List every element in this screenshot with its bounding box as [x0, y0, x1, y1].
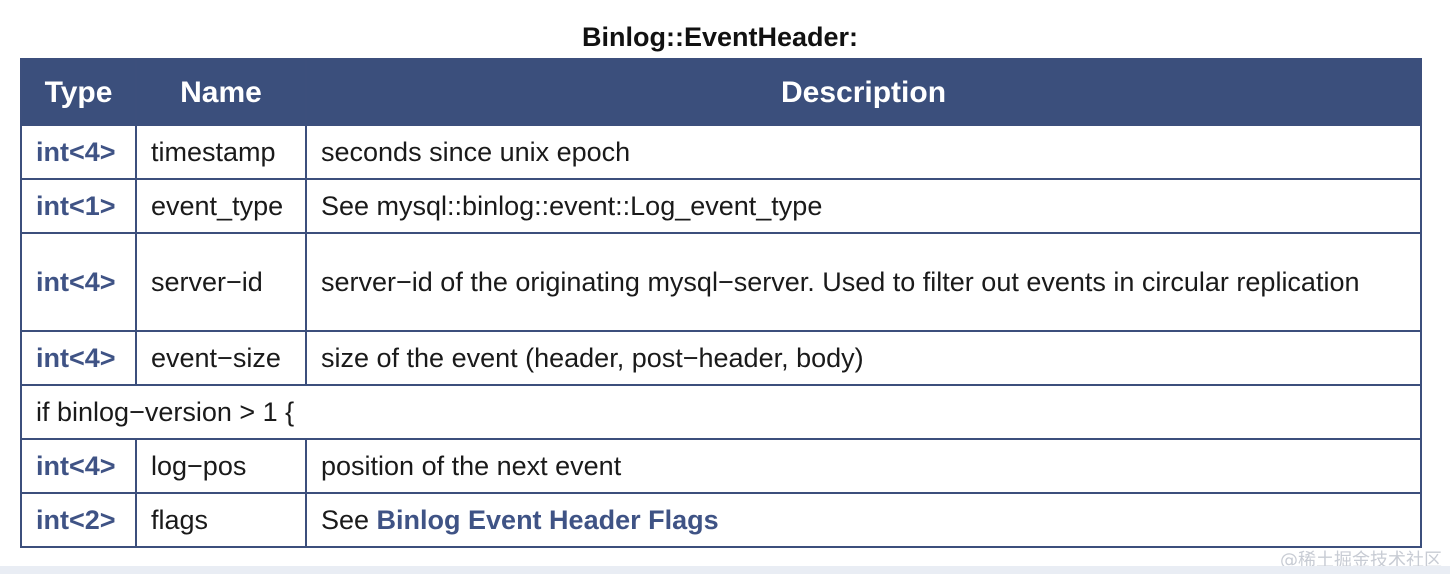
table-row: int<4> timestamp seconds since unix epoc…: [20, 124, 1422, 180]
name-cell: timestamp: [135, 124, 307, 180]
table-title: Binlog::EventHeader:: [581, 22, 859, 52]
condition-cell: if binlog−version > 1 {: [20, 384, 1422, 440]
description-cell: server−id of the originating mysql−serve…: [305, 232, 1422, 332]
table-row: int<1> event_type See mysql::binlog::eve…: [20, 178, 1422, 234]
column-header-name: Name: [135, 58, 307, 126]
type-cell: int<1>: [20, 178, 137, 234]
type-cell: int<2>: [20, 492, 137, 548]
type-cell: int<4>: [20, 232, 137, 332]
name-cell: flags: [135, 492, 307, 548]
type-cell: int<4>: [20, 330, 137, 386]
name-cell: event−size: [135, 330, 307, 386]
description-prefix: See: [321, 504, 377, 535]
condition-row: if binlog−version > 1 {: [20, 384, 1422, 440]
type-cell: int<4>: [20, 438, 137, 494]
type-cell: int<4>: [20, 124, 137, 180]
table-row: int<4> event−size size of the event (hea…: [20, 330, 1422, 386]
table-row: int<4> log−pos position of the next even…: [20, 438, 1422, 494]
footer-bar: [0, 566, 1450, 574]
description-cell: See Binlog Event Header Flags: [305, 492, 1422, 548]
description-cell: position of the next event: [305, 438, 1422, 494]
column-header-description: Description: [305, 58, 1422, 126]
description-cell: See mysql::binlog::event::Log_event_type: [305, 178, 1422, 234]
header-flags-link[interactable]: Binlog Event Header Flags: [376, 504, 719, 535]
name-cell: log−pos: [135, 438, 307, 494]
watermark: @稀土掘金技术社区: [1280, 550, 1442, 571]
name-cell: event_type: [135, 178, 307, 234]
event-header-table: Type Name Description int<4> timestamp s…: [20, 58, 1422, 548]
column-header-type: Type: [20, 58, 137, 126]
table-row: int<4> server−id server−id of the origin…: [20, 232, 1422, 332]
table-row: int<2> flags See Binlog Event Header Fla…: [20, 492, 1422, 548]
description-cell: size of the event (header, post−header, …: [305, 330, 1422, 386]
description-cell: seconds since unix epoch: [305, 124, 1422, 180]
name-cell: server−id: [135, 232, 307, 332]
table-header-row: Type Name Description: [20, 58, 1422, 126]
